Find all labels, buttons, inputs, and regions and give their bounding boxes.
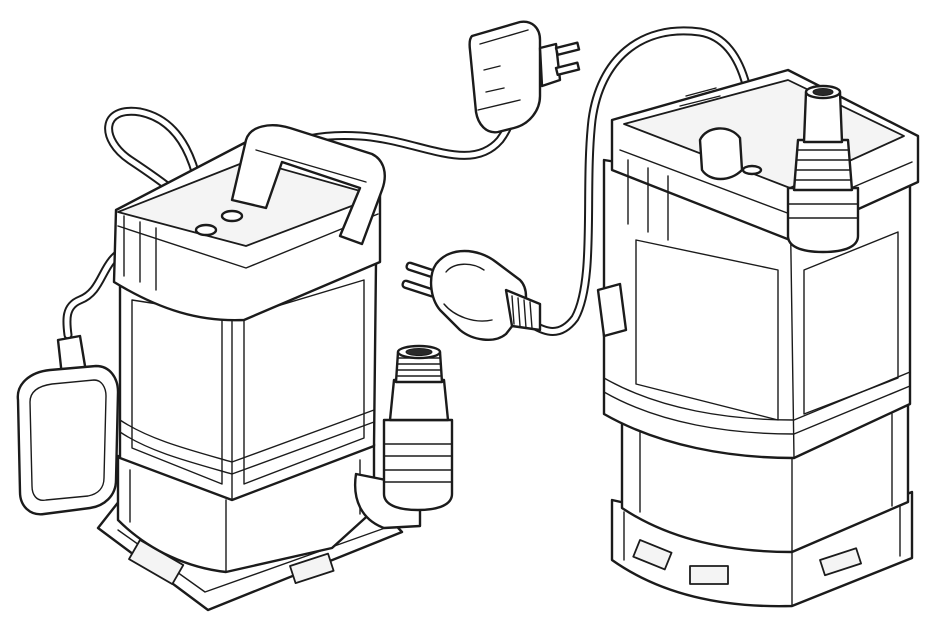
float-switch-body [16, 364, 120, 516]
left-pump-carry-handle [230, 124, 386, 246]
right-pump-valve [698, 127, 744, 181]
pump-right [596, 68, 920, 608]
outlet-elbow-connector [353, 344, 454, 530]
adapter-pin-top [554, 41, 581, 56]
adapter-pin-bottom [554, 61, 581, 76]
mains-plug [401, 249, 542, 341]
outlet-connector [786, 84, 860, 254]
outlet-connector-thread [802, 90, 844, 144]
left-pump-lower-body [116, 442, 376, 574]
plug-adapter [468, 20, 581, 134]
right-pump-cable-gland [741, 164, 763, 176]
pump-left [96, 124, 404, 612]
left-pump-cable-gland-2 [220, 209, 244, 223]
float-switch [16, 334, 120, 516]
left-pump-cable-gland-1 [194, 223, 218, 237]
